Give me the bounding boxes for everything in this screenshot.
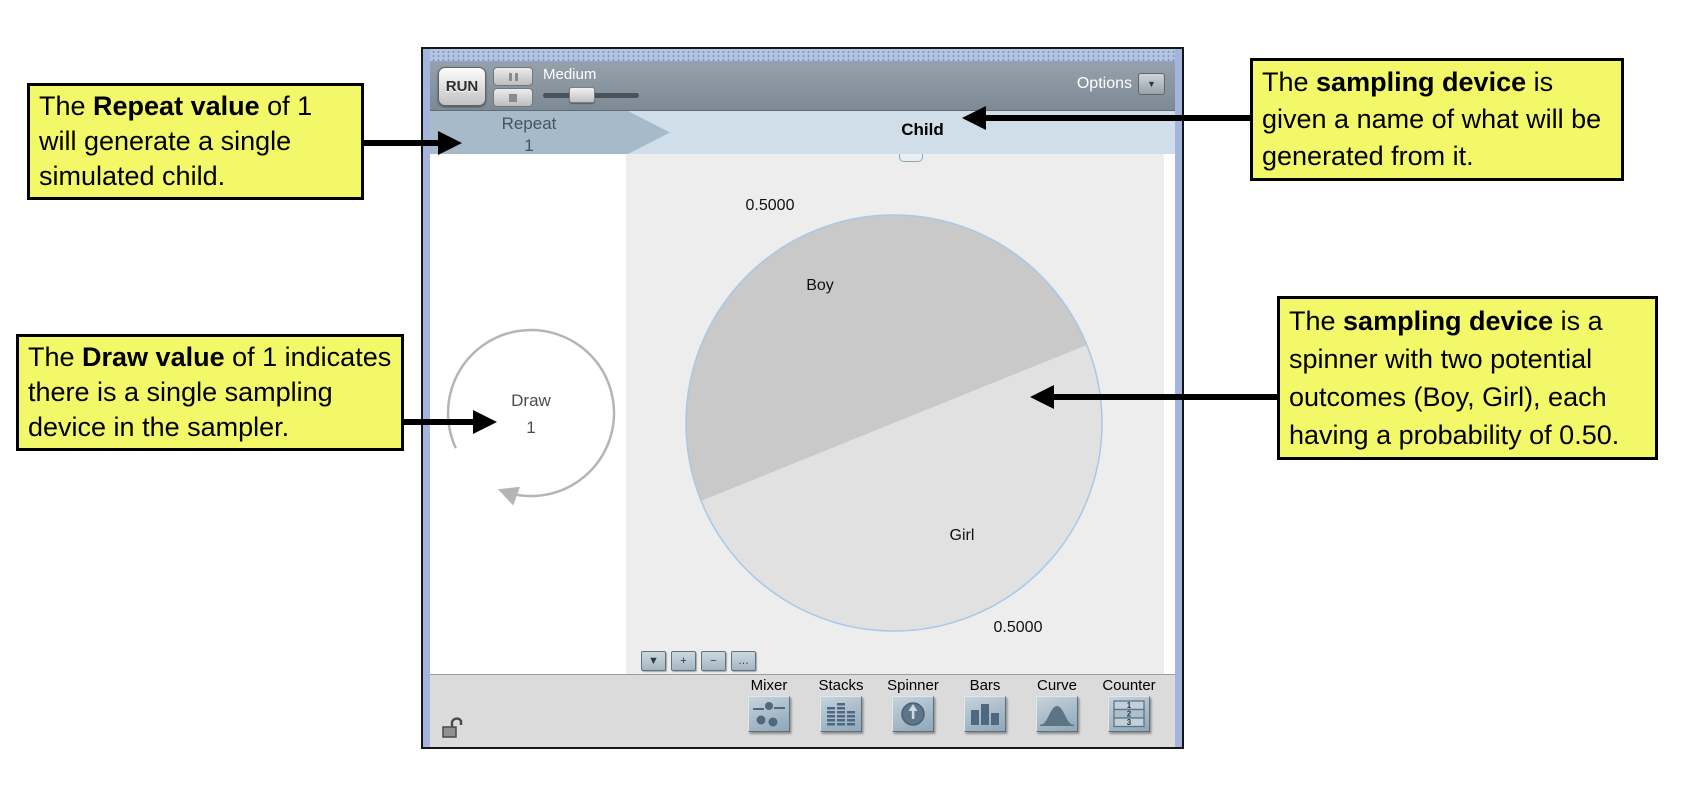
- pause-icon: [508, 72, 512, 81]
- callout-text: The: [39, 91, 94, 121]
- bars-icon: [971, 704, 999, 725]
- window-drag-bar[interactable]: [430, 49, 1175, 62]
- device-counter: Counter 1 2 3: [1097, 677, 1161, 732]
- options-label: Options: [1076, 75, 1132, 92]
- spinner-icon: [901, 702, 925, 726]
- plus-icon: +: [680, 655, 687, 667]
- device-label: Curve: [1036, 677, 1077, 694]
- sampler-body: RUN Medium Option: [430, 62, 1175, 747]
- ellipsis-icon: …: [738, 655, 749, 667]
- run-button[interactable]: RUN: [438, 67, 486, 106]
- callout-text: The: [28, 342, 83, 372]
- mixer-icon: [753, 702, 785, 727]
- device-label: Spinner: [887, 677, 939, 694]
- callout-text: of 1 indicates there is a single samplin…: [28, 342, 392, 442]
- unlock-icon[interactable]: [440, 711, 464, 739]
- device-stacks: Stacks: [809, 677, 873, 732]
- remove-outcome-button[interactable]: −: [701, 651, 726, 671]
- svg-text:1: 1: [1127, 701, 1132, 710]
- callout-bold-text: sampling device: [1316, 67, 1527, 97]
- pause-button[interactable]: [493, 67, 533, 86]
- callout-device-name: The sampling device is given a name of w…: [1250, 58, 1624, 181]
- svg-text:3: 3: [1127, 718, 1132, 727]
- curve-button[interactable]: [1036, 696, 1078, 732]
- bars-button[interactable]: [964, 696, 1006, 732]
- device-options-button[interactable]: ▼: [641, 651, 666, 671]
- callout-bold-text: sampling device: [1343, 306, 1554, 336]
- arrowhead-icon: [473, 410, 497, 434]
- pause-icon: [514, 72, 518, 81]
- stacks-button[interactable]: [820, 696, 862, 732]
- probability-girl[interactable]: 0.5000: [993, 619, 1043, 636]
- chevron-down-icon: ▼: [648, 655, 659, 667]
- callout-spinner-description: The sampling device is a spinner with tw…: [1277, 296, 1658, 460]
- repeat-label: Repeat: [501, 114, 557, 133]
- stop-icon: [509, 93, 517, 102]
- device-label: Stacks: [818, 677, 864, 694]
- outcome-label-girl[interactable]: Girl: [949, 527, 975, 544]
- speed-label: Medium: [543, 66, 597, 83]
- arrowhead-icon: [1030, 385, 1054, 409]
- device-label: Counter: [1102, 677, 1156, 694]
- callout-text: The: [1262, 67, 1317, 97]
- add-outcome-button[interactable]: +: [671, 651, 696, 671]
- arrow-to-draw: [403, 410, 497, 434]
- callout-text: of 1 will generate a single simulated ch…: [39, 91, 313, 191]
- callout-text: is a spinner with two potential outcomes…: [1289, 306, 1620, 450]
- arrowhead-icon: [962, 106, 986, 130]
- outcome-label-boy[interactable]: Boy: [806, 277, 834, 294]
- curve-icon: [1040, 706, 1074, 726]
- spinner-section-boy[interactable]: [685, 214, 1087, 501]
- repeat-chevron: Repeat 1: [430, 111, 670, 154]
- device-curve: Curve: [1025, 677, 1089, 732]
- callout-text: is given a name of what will be generate…: [1262, 67, 1602, 171]
- spinner-outline: [685, 214, 1103, 632]
- callout-bold-text: Draw value: [82, 342, 225, 372]
- draw-value[interactable]: 1: [526, 418, 536, 437]
- counter-button[interactable]: 1 2 3: [1108, 696, 1150, 732]
- svg-text:2: 2: [1127, 710, 1132, 719]
- options-dropdown-button[interactable]: ▼: [1138, 73, 1165, 95]
- sampler-toolbar: RUN Medium Option: [430, 62, 1175, 111]
- draw-panel: Draw 1: [430, 154, 626, 674]
- header-resize-handle[interactable]: [899, 154, 923, 162]
- minus-icon: −: [710, 655, 717, 667]
- device-chooser-bar: Mixer Stacks: [430, 674, 1175, 747]
- arrow-to-device-name: [962, 106, 1250, 130]
- speed-slider[interactable]: [543, 87, 639, 103]
- chevron-down-icon: ▼: [1147, 79, 1156, 89]
- callout-draw-value: The Draw value of 1 indicates there is a…: [16, 334, 404, 451]
- spinner-button[interactable]: [892, 696, 934, 732]
- callout-text: The: [1289, 306, 1344, 336]
- arrow-to-repeat: [363, 131, 462, 155]
- device-mixer: Mixer: [737, 677, 801, 732]
- repeat-value[interactable]: 1: [524, 136, 534, 155]
- sampler-main-area: Draw 1 0.5000 Boy Girl 0.5000: [430, 154, 1175, 674]
- draw-label: Draw: [511, 391, 551, 410]
- draw-cycle-arrow: [446, 328, 616, 506]
- stacks-icon: [827, 703, 855, 726]
- counter-icon: 1 2 3: [1113, 700, 1145, 728]
- slider-thumb[interactable]: [569, 87, 595, 103]
- spinner-device: [685, 214, 1103, 632]
- spinner-panel: 0.5000 Boy Girl 0.5000 ▼ + − …: [626, 154, 1164, 674]
- device-label: Mixer: [750, 677, 788, 694]
- stop-button[interactable]: [493, 88, 533, 107]
- probability-boy[interactable]: 0.5000: [745, 197, 795, 214]
- spinner-section-girl[interactable]: [701, 345, 1103, 632]
- device-edit-buttons: ▼ + − …: [641, 651, 756, 671]
- device-bars: Bars: [953, 677, 1017, 732]
- arrowhead-icon: [438, 131, 462, 155]
- device-label: Bars: [969, 677, 1001, 694]
- callout-repeat-value: The Repeat value of 1 will generate a si…: [27, 83, 364, 200]
- sampler-window: RUN Medium Option: [421, 47, 1184, 749]
- device-spinner: Spinner: [881, 677, 945, 732]
- callout-bold-text: Repeat value: [93, 91, 260, 121]
- mixer-button[interactable]: [748, 696, 790, 732]
- arrow-to-spinner: [1030, 385, 1278, 409]
- device-name[interactable]: Child: [901, 120, 944, 139]
- more-options-button[interactable]: …: [731, 651, 756, 671]
